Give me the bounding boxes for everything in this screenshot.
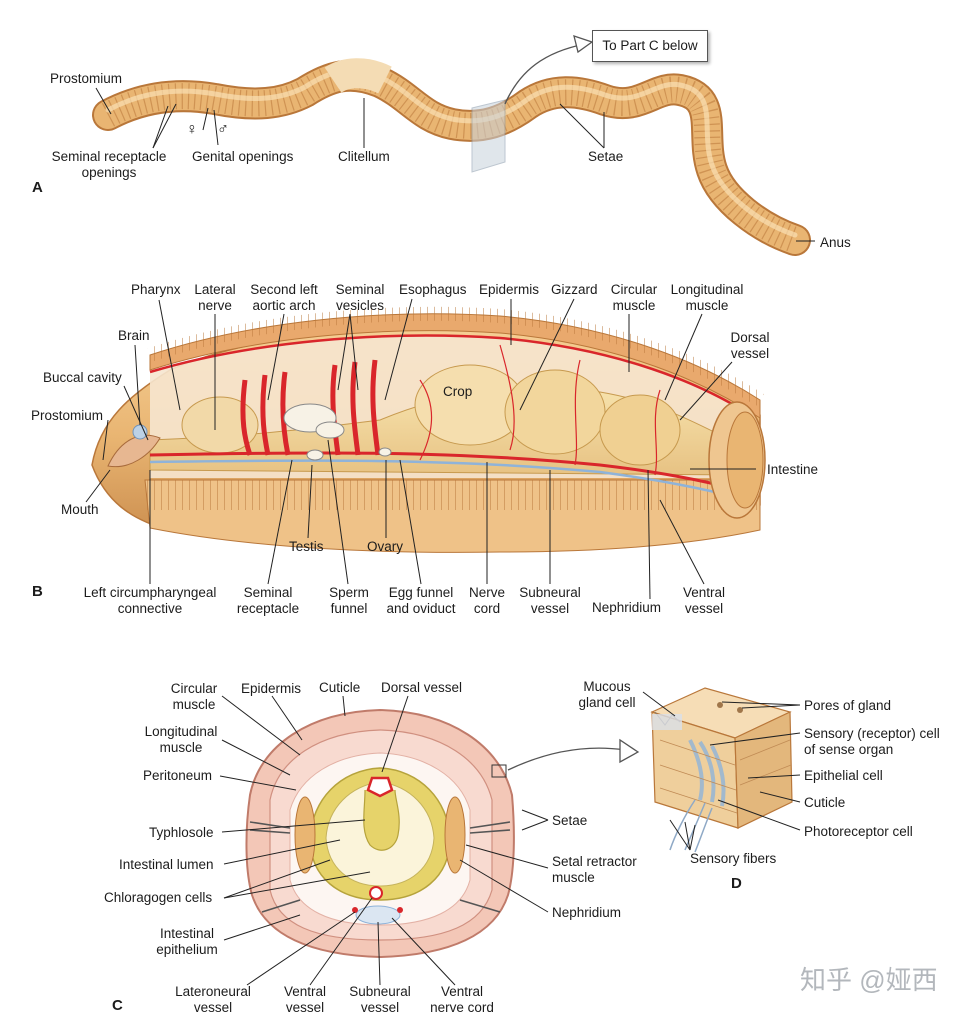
label-epidermis-c: Epidermis [241,681,302,696]
label-male-symbol: ♂ [217,121,229,138]
cross-section-c [245,708,640,959]
label-ventral-nerve-cord: Ventral nerve cord [430,984,494,1015]
label-typhlosole: Typhlosole [149,825,214,840]
label-intestine: Intestine [767,462,819,477]
callout-box: To Part C below [592,30,708,62]
label-epithelial-cell: Epithelial cell [804,768,883,783]
label-left-circumpharyngeal-connective: Left circumpharyngeal connective [83,585,217,616]
label-sensory-receptor-cell: Sensory (receptor) cell of sense organ [804,726,940,757]
label-cuticle-c: Cuticle [319,680,361,695]
label-esophagus: Esophagus [399,282,467,297]
panel-label-c: C [112,997,123,1014]
label-lateral-nerve: Lateral nerve [194,282,236,313]
label-dorsal-vessel-b: Dorsal vessel [730,330,770,361]
label-peritoneum: Peritoneum [143,768,213,783]
label-sperm-funnel: Sperm funnel [329,585,369,616]
leaders-a [95,87,815,242]
label-second-left-aortic-arch: Second left aortic arch [250,282,318,313]
label-setae-a: Setae [588,149,624,164]
label-setae-c: Setae [552,813,588,828]
label-subneural-vessel-c: Subneural vessel [349,984,411,1015]
label-clitellum: Clitellum [338,149,390,164]
label-buccal-cavity: Buccal cavity [43,370,122,385]
label-cuticle-d: Cuticle [804,795,846,810]
cut-plane [471,99,506,173]
label-pores-of-gland: Pores of gland [804,698,892,713]
label-intestinal-lumen: Intestinal lumen [119,857,214,872]
clitellum-band [324,58,392,94]
worm-body-a [92,35,811,256]
label-anus: Anus [820,235,851,250]
label-nerve-cord: Nerve cord [468,585,505,616]
label-longitudinal-muscle-b: Longitudinal muscle [670,282,744,313]
label-ovary: Ovary [367,539,404,554]
panel-label-b: B [32,583,43,600]
label-photoreceptor-cell: Photoreceptor cell [804,824,913,839]
label-mucous-gland-cell: Mucous gland cell [578,679,636,710]
label-chloragogen-cells: Chloragogen cells [104,890,213,905]
label-crop: Crop [443,384,473,399]
label-pharynx: Pharynx [131,282,181,297]
label-epidermis-b: Epidermis [479,282,540,297]
label-seminal-vesicles: Seminal vesicles [335,282,385,313]
label-subneural-vessel-b: Subneural vessel [519,585,581,616]
callout-arrow [504,43,586,105]
label-ventral-vessel-c: Ventral vessel [283,984,327,1015]
label-nephridium-c: Nephridium [552,905,622,920]
label-gizzard: Gizzard [551,282,598,297]
label-setal-retractor-muscle: Setal retractor muscle [552,854,637,885]
leaders-d [642,691,801,851]
label-dorsal-vessel-c: Dorsal vessel [381,680,463,695]
label-mouth: Mouth [61,502,99,517]
label-intestinal-epithelium: Intestinal epithelium [156,926,218,957]
label-prostomium-b: Prostomium [31,408,104,423]
aortic-arches [240,359,381,456]
label-egg-funnel-and-oviduct: Egg funnel and oviduct [386,585,456,616]
label-longitudinal-muscle-c: Longitudinal muscle [144,724,218,755]
label-female-symbol: ♀ [186,121,198,138]
label-ventral-vessel-b: Ventral vessel [682,585,726,616]
callout-text: To Part C below [602,38,698,53]
watermark: 知乎 @娅西 [800,965,938,995]
label-sensory-fibers: Sensory fibers [690,851,777,866]
label-seminal-receptacle: Seminal receptacle [236,585,300,616]
panel-label-a: A [32,179,43,196]
leaders-c [219,695,549,986]
label-genital-openings: Genital openings [192,149,294,164]
label-testis: Testis [289,539,324,554]
label-nephridium-b: Nephridium [592,600,662,615]
label-brain: Brain [118,328,150,343]
skin-block-d [650,687,793,853]
label-lateroneural-vessel: Lateroneural vessel [175,984,251,1015]
label-circular-muscle-c: Circular muscle [170,681,218,712]
label-seminal-receptacle-openings: Seminal receptacle openings [51,149,167,180]
label-prostomium-a: Prostomium [50,71,123,86]
label-circular-muscle-b: Circular muscle [610,282,658,313]
leaders-b [85,298,756,600]
worm-body-b [91,306,766,553]
panel-label-d: D [731,875,742,892]
